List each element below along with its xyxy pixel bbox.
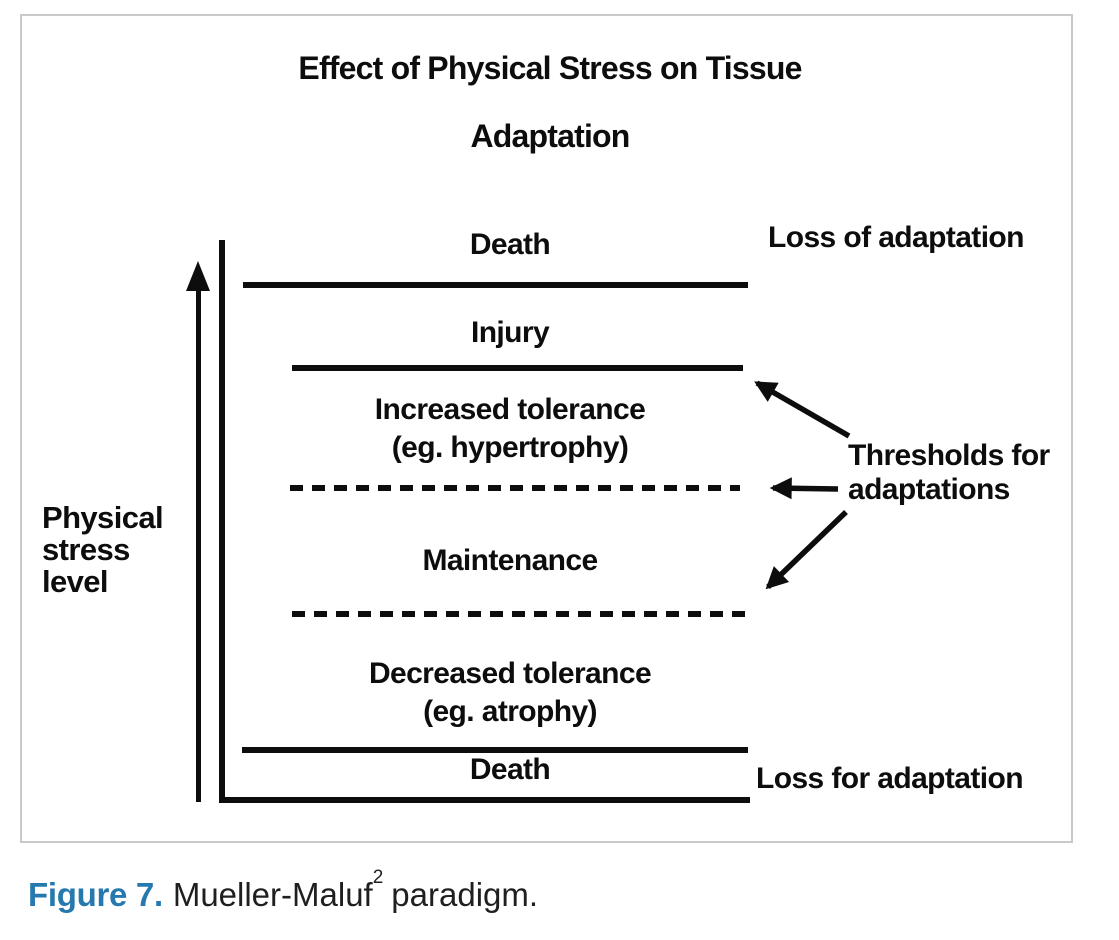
zone-label-increased-tolerance: Increased tolerance (eg. hypertrophy) [220,391,800,467]
zone-sublabel: (eg. atrophy) [423,695,597,728]
zone-label-line: Decreased tolerance [368,657,652,690]
zone-sublabel: (eg. hypertrophy) [391,431,629,464]
increased-tolerance-threshold-dashed-line [290,485,740,491]
y-axis-label-line: stress [42,532,130,567]
zone-label-injury: Injury [470,316,550,349]
zone-label-decreased-tolerance: Decreased tolerance (eg. atrophy) [220,655,800,731]
figure-title-line-2: Adaptation [470,118,630,154]
zone-label-death-top: Death [469,228,551,261]
thresholds-label-line: adaptations [848,473,1010,506]
decreased-tolerance-death-line [242,747,748,753]
figure-caption-text-rest: paradigm. [391,876,539,913]
thresholds-label-line: Thresholds for [848,439,1050,472]
injury-threshold-line [292,365,743,371]
loss-for-adaptation-label: Loss for adaptation [756,762,1024,795]
figure-border-box [20,14,1073,843]
arrow-to-upper-dashed-threshold [769,477,839,500]
maintenance-threshold-dashed-line [292,611,747,617]
y-axis-label: Physical stress level [42,500,164,599]
zone-label-line: Increased tolerance [374,393,646,426]
threshold-arrows [754,380,851,590]
thresholds-label: Thresholds for adaptations [848,439,1050,507]
figure-caption-text: Mueller-Maluf [172,876,373,913]
figure-caption-number: Figure 7. [28,876,163,913]
death-injury-threshold-line [243,282,748,288]
arrow-to-lower-dashed-threshold [765,510,848,590]
up-arrow-icon [186,261,210,291]
figure-caption: Figure 7.Mueller-Maluf2 paradigm. [28,868,539,913]
y-axis-label-line: level [42,564,109,599]
figure-title-line-1: Effect of Physical Stress on Tissue [298,50,802,86]
zone-label-maintenance: Maintenance [422,544,598,577]
y-axis-line [219,240,225,802]
x-axis-line [219,797,750,803]
zone-label-death-bottom: Death [469,753,551,786]
arrow-to-injury-threshold [754,380,851,439]
y-axis-label-line: Physical [42,500,164,535]
up-arrow-shaft [196,288,201,802]
loss-of-adaptation-label: Loss of adaptation [768,221,1024,254]
figure-caption-citation-superscript: 2 [372,867,384,888]
